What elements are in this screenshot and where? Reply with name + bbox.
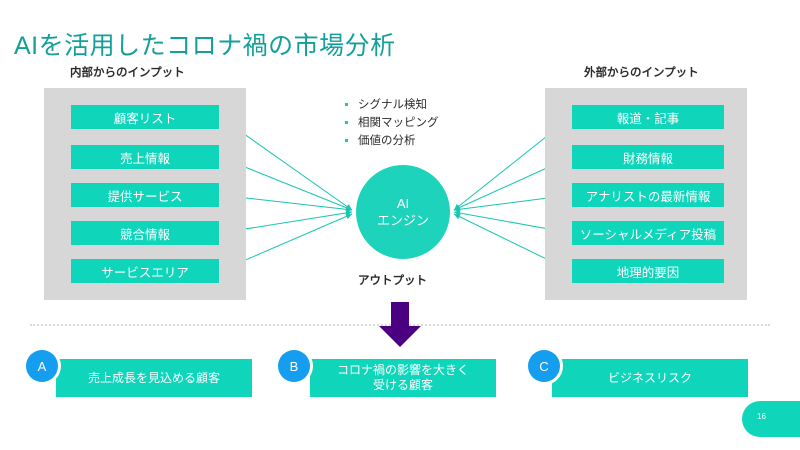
internal-input-item[interactable]: 顧客リスト xyxy=(71,105,219,129)
internal-input-item[interactable]: サービスエリア xyxy=(71,259,219,283)
external-input-item[interactable]: 財務情報 xyxy=(572,145,724,169)
output-badge-c[interactable]: C xyxy=(528,350,560,382)
page-title: AIを活用したコロナ禍の市場分析 xyxy=(14,32,396,60)
ai-engine-line1: AI xyxy=(396,196,410,211)
bullet-dot-icon xyxy=(345,121,348,124)
list-item: 価値の分析 xyxy=(345,132,439,148)
bullet-dot-icon xyxy=(345,103,348,106)
external-input-item[interactable]: ソーシャルメディア投稿 xyxy=(572,221,724,245)
list-item: 相関マッピング xyxy=(345,114,439,130)
ai-engine-node[interactable]: AI エンジン xyxy=(356,165,450,259)
capability-label: 価値の分析 xyxy=(358,135,416,147)
output-card-c-label: ビジネスリスク xyxy=(607,370,692,385)
capability-list: シグナル検知 相関マッピング 価値の分析 xyxy=(345,96,439,150)
ai-engine-line2: エンジン xyxy=(376,213,429,228)
internal-inputs-caption: 内部からのインプット xyxy=(70,67,185,79)
internal-input-item[interactable]: 売上情報 xyxy=(71,145,219,169)
corner-decoration xyxy=(742,401,800,437)
output-badge-a[interactable]: A xyxy=(26,350,58,382)
internal-input-item[interactable]: 提供サービス xyxy=(71,183,219,207)
external-input-item[interactable]: 地理的要因 xyxy=(572,259,724,283)
bullet-dot-icon xyxy=(345,139,348,142)
output-card-b-line1: コロナ禍の影響を大きく xyxy=(336,363,469,377)
output-card-a-label: 売上成長を見込める顧客 xyxy=(87,370,220,385)
page-number: 16 xyxy=(757,412,766,421)
output-card-b[interactable]: コロナ禍の影響を大きく 受ける顧客 xyxy=(310,359,496,397)
capability-label: 相関マッピング xyxy=(358,117,439,129)
external-inputs-caption: 外部からのインプット xyxy=(584,67,699,79)
external-input-item[interactable]: 報道・記事 xyxy=(572,105,724,129)
list-item: シグナル検知 xyxy=(345,96,439,112)
output-card-b-line2: 受ける顧客 xyxy=(372,378,433,392)
output-badge-b[interactable]: B xyxy=(278,350,310,382)
output-card-b-label: コロナ禍の影響を大きく 受ける顧客 xyxy=(337,363,469,393)
output-caption: アウトプット xyxy=(358,275,427,287)
capability-label: シグナル検知 xyxy=(358,99,427,111)
down-arrow-icon xyxy=(379,302,421,347)
output-card-c[interactable]: ビジネスリスク xyxy=(552,359,748,397)
output-card-a[interactable]: 売上成長を見込める顧客 xyxy=(56,359,252,397)
external-input-item[interactable]: アナリストの最新情報 xyxy=(572,183,724,207)
internal-input-item[interactable]: 競合情報 xyxy=(71,221,219,245)
